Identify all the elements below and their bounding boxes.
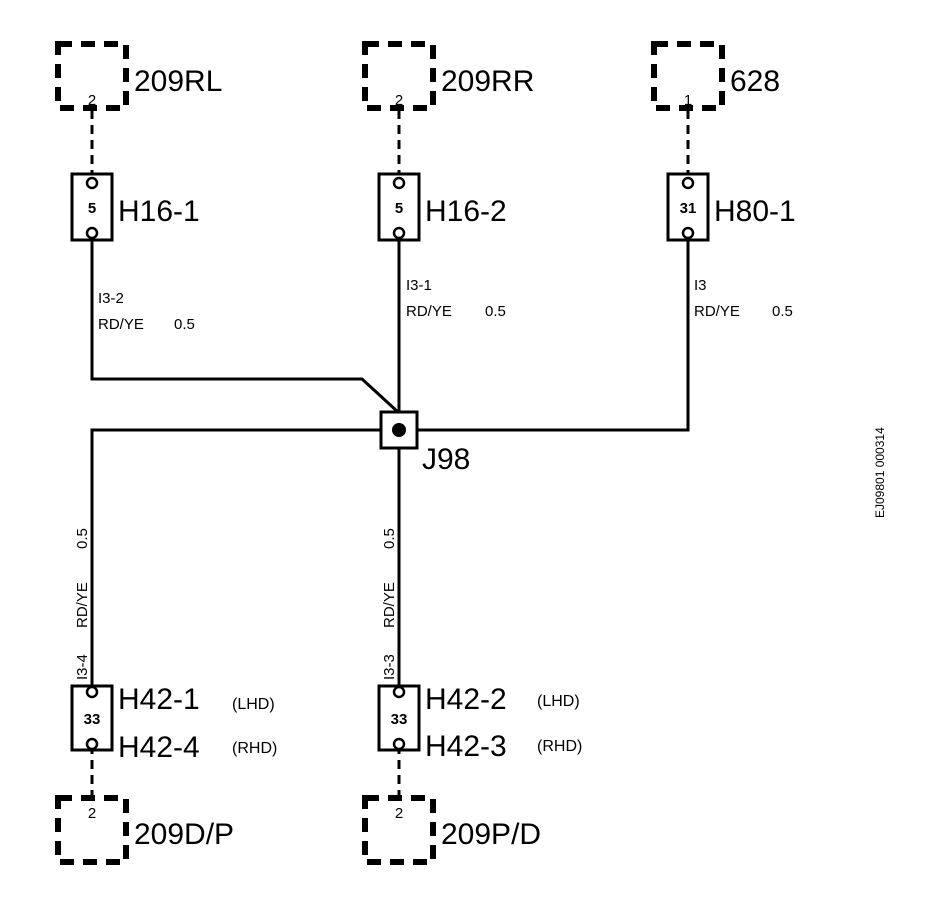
connector-209rr-box bbox=[362, 41, 436, 111]
connector-628-pin: 1 bbox=[684, 92, 692, 109]
wire-h80-1-size: 0.5 bbox=[772, 303, 793, 320]
wire-h42-right-circuit: I3-3 bbox=[381, 654, 398, 680]
connector-209dp-pin: 2 bbox=[88, 805, 96, 822]
figure-reference: EJ09801 000314 bbox=[873, 427, 887, 518]
wire-h16-1-size: 0.5 bbox=[174, 316, 195, 333]
inline-h80-1-cavity: 31 bbox=[680, 200, 697, 217]
inline-h42-4-label: H42-4 bbox=[118, 731, 200, 764]
connector-stubs bbox=[90, 110, 690, 797]
inline-h16-2-label: H16-2 bbox=[425, 195, 507, 228]
inline-h16-2-cavity: 5 bbox=[395, 200, 403, 217]
connector-209dp-box bbox=[55, 795, 129, 865]
wire-h16-1-to-j98 bbox=[90, 237, 400, 414]
inline-h42-right-cavity: 33 bbox=[391, 711, 408, 728]
connector-628-label: 628 bbox=[730, 65, 780, 98]
inline-h42-3-label: H42-3 bbox=[425, 730, 507, 763]
connector-628-box bbox=[651, 41, 725, 111]
inline-h42-left-cavity: 33 bbox=[84, 711, 101, 728]
inline-h42-4-suffix: (RHD) bbox=[232, 740, 277, 757]
wire-h80-1-to-j98 bbox=[418, 237, 690, 432]
wire-h42-left-size: 0.5 bbox=[74, 528, 91, 549]
connector-209rr-label: 209RR bbox=[441, 65, 534, 98]
wire-h16-2-size: 0.5 bbox=[485, 303, 506, 320]
connector-209rl-pin: 2 bbox=[88, 92, 96, 109]
inline-h42-1-suffix: (LHD) bbox=[232, 696, 275, 713]
inline-h42-1-label: H42-1 bbox=[118, 683, 200, 716]
terminal-circles bbox=[85, 176, 695, 751]
wire-harness bbox=[90, 237, 690, 688]
junction-j98-dot bbox=[392, 423, 406, 437]
wire-h42-right-color: RD/YE bbox=[381, 582, 398, 628]
connector-209pd-label: 209P/D bbox=[441, 818, 541, 851]
wire-h16-1-color: RD/YE bbox=[98, 316, 144, 333]
junction-j98-label: J98 bbox=[422, 443, 470, 476]
wire-h42-right-size: 0.5 bbox=[381, 528, 398, 549]
inline-h16-1-label: H16-1 bbox=[118, 195, 200, 228]
connector-209pd-box bbox=[362, 795, 436, 865]
connector-209rl-box bbox=[55, 41, 129, 111]
wire-h42-left-color: RD/YE bbox=[74, 582, 91, 628]
wire-h80-1-color: RD/YE bbox=[694, 303, 740, 320]
wire-j98-to-h42-left bbox=[90, 428, 380, 688]
connector-209rl-label: 209RL bbox=[134, 65, 222, 98]
connector-209pd-pin: 2 bbox=[395, 805, 403, 822]
wire-h16-2-circuit: I3-1 bbox=[406, 277, 432, 294]
inline-h42-3-suffix: (RHD) bbox=[537, 738, 582, 755]
inline-h80-1-label: H80-1 bbox=[714, 195, 796, 228]
connector-209dp-label: 209D/P bbox=[134, 818, 234, 851]
connector-209rr-pin: 2 bbox=[395, 92, 403, 109]
wire-h80-1-circuit: I3 bbox=[694, 277, 707, 294]
wire-h16-2-color: RD/YE bbox=[406, 303, 452, 320]
inline-h16-1-cavity: 5 bbox=[88, 200, 96, 217]
inline-h42-2-label: H42-2 bbox=[425, 683, 507, 716]
wire-h16-1-circuit: I3-2 bbox=[98, 290, 124, 307]
inline-h42-2-suffix: (LHD) bbox=[537, 693, 580, 710]
wire-h42-left-circuit: I3-4 bbox=[74, 654, 91, 680]
